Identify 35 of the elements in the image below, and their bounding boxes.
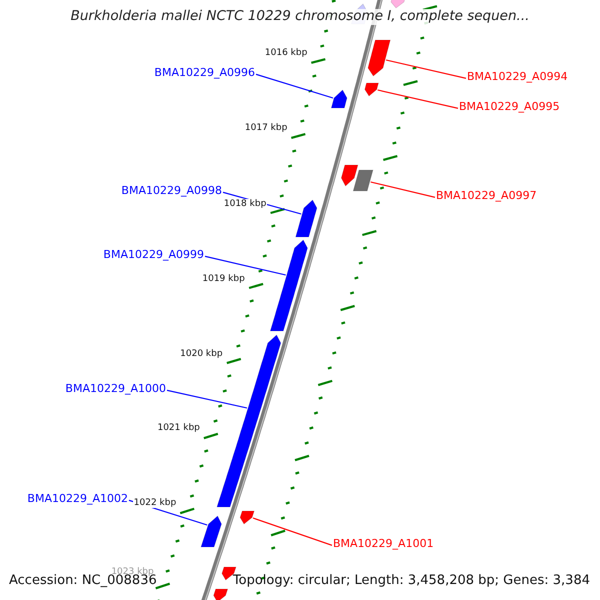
summary-text: Topology: circular; Length: 3,458,208 bp; Genes: 3,384 — [232, 574, 590, 589]
gene-block — [331, 90, 348, 108]
tick-label: 1021 kbp — [156, 423, 201, 434]
tick-label: 1016 kbp — [264, 48, 308, 58]
gene-label: BMA10229_A0995 — [459, 101, 560, 114]
gene-label: BMA10229_A0996 — [154, 67, 255, 80]
leader-line — [370, 181, 436, 198]
tick-label: 1020 kbp — [179, 349, 224, 360]
tick-label: 1022 kbp — [132, 498, 178, 508]
gene-block — [341, 164, 358, 186]
leader-line — [252, 517, 332, 546]
leader-line — [386, 59, 466, 79]
gene-block — [200, 516, 222, 548]
gene-block — [240, 510, 255, 524]
gene-label: BMA10229_A0994 — [467, 71, 568, 84]
leader-line — [166, 390, 248, 409]
gene-label: BMA10229_A1001 — [333, 538, 434, 551]
gene-block — [213, 588, 228, 600]
gene-block — [270, 240, 308, 332]
gene-label: BMA10229_A0997 — [436, 190, 537, 203]
tick-label: 1018 kbp — [222, 199, 268, 210]
leader-line — [378, 89, 458, 109]
pseudogene-block — [352, 170, 374, 192]
gene-label: BMA10229_A1000 — [65, 383, 166, 396]
leader-line — [204, 256, 286, 276]
gene-label: BMA10229_A0998 — [121, 185, 222, 198]
tick-label: 1019 kbp — [201, 274, 246, 284]
gene-label: BMA10229_A1002 — [27, 493, 128, 506]
leader-line — [256, 74, 334, 99]
gene-block — [368, 40, 391, 76]
gene-block — [364, 82, 379, 96]
gene-label: BMA10229_A0999 — [103, 249, 204, 262]
tick-label: 1017 kbp — [244, 123, 288, 134]
gene-block — [295, 200, 318, 238]
gene-block — [390, 0, 406, 8]
